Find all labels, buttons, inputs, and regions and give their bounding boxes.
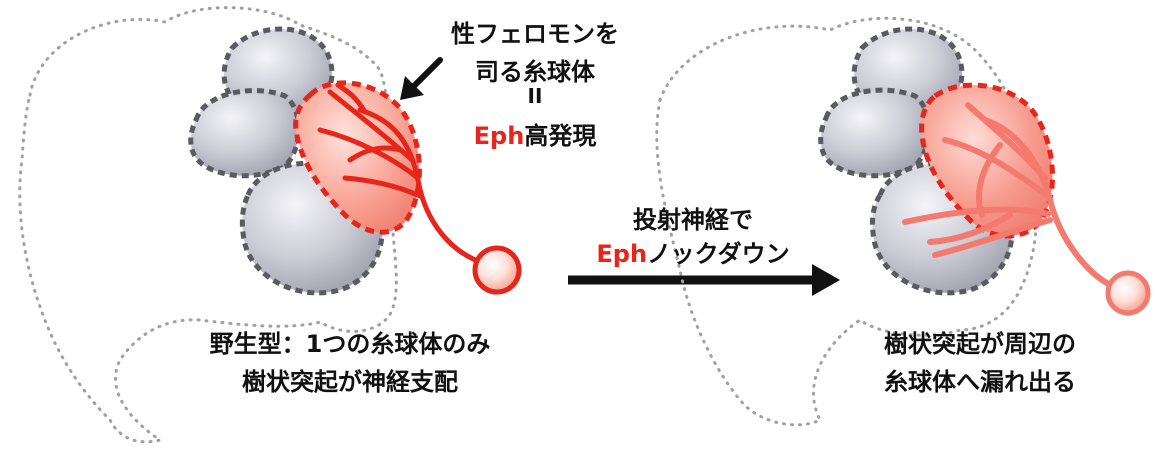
right-caption-line1: 樹状突起が周辺の [884,330,1076,358]
right-caption-line2: 糸球体へ漏れ出る [884,368,1076,396]
arrow-knockdown-label: ノックダウン [647,240,790,268]
right-panel [655,16,1151,427]
knockdown-arrow-head [812,264,840,296]
callout-eph-label: Eph [473,122,525,150]
arrow-text-line1: 投射神経で [633,206,753,234]
callout-equals-sign: II [527,84,543,108]
left-panel [18,6,522,444]
projection-neuron-cell-right [1105,270,1151,316]
callout-text-line2: 司る糸球体 [475,58,595,86]
dendrite-tree-left [317,82,493,268]
glomerulus-middle-left [188,88,301,179]
dendrite-tree-right [902,102,1125,293]
callout-arrow [410,57,443,90]
callout-text-line1: 性フェロモンを [451,20,619,48]
callout-high-expression-label: 高発現 [524,122,597,150]
left-caption-line2: 樹状突起が神経支配 [242,368,458,396]
arrow-text-line2: Ephノックダウン [560,234,826,269]
brain-outline-right [655,16,1039,427]
callout-arrow-head [400,76,424,100]
left-caption-line1: 野生型：1つの糸球体のみ [209,330,491,358]
arrow-eph-label: Eph [596,240,648,268]
glomerulus-middle-right [818,87,931,179]
projection-neuron-cell-left [472,245,522,295]
knockdown-arrow [568,264,840,296]
callout-text-line4: Eph高発現 [420,116,650,151]
brain-outline-left [18,6,398,444]
